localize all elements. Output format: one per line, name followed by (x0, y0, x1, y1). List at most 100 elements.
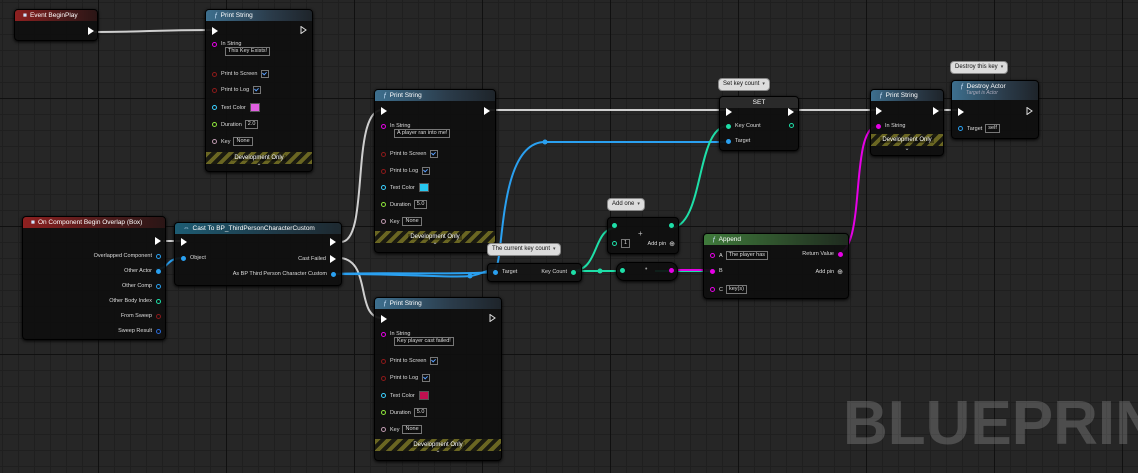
duration-field[interactable]: 2.0 (244, 120, 259, 129)
int-to-string-node[interactable]: • (616, 262, 678, 281)
destroy-key-comment[interactable]: Destroy this key▾ (950, 61, 1009, 74)
in-string-pin[interactable] (381, 123, 386, 129)
print-log-pin[interactable] (381, 168, 386, 174)
other-actor-pin[interactable] (156, 268, 161, 274)
exec-in-pin[interactable] (876, 107, 882, 115)
exec-out-pin[interactable] (788, 108, 794, 116)
sweep-result-pin[interactable] (156, 328, 161, 334)
key-count-in-pin[interactable] (726, 123, 731, 129)
key-field[interactable]: None (402, 217, 422, 226)
collapse-chevron-icon[interactable]: ⌄ (904, 146, 910, 152)
int-in-pin[interactable] (620, 268, 625, 273)
key-count-out-pin[interactable] (789, 123, 794, 128)
print-screen-pin[interactable] (381, 151, 386, 157)
target-pin[interactable] (726, 138, 731, 144)
in-string-pin[interactable] (212, 41, 217, 47)
add-pin-icon[interactable]: ⊕ (837, 269, 843, 276)
b-value-field[interactable]: 1 (621, 239, 631, 248)
set-key-count-node[interactable]: SET Key Count Target (719, 96, 799, 151)
overlapped-component-pin[interactable] (156, 253, 161, 259)
key-pin[interactable] (381, 219, 386, 224)
add-pin-icon[interactable]: ⊕ (669, 241, 675, 248)
cast-to-node[interactable]: ⇔Cast To BP_ThirdPersonCharacterCustom O… (174, 222, 342, 286)
duration-pin[interactable] (212, 122, 217, 127)
print-screen-checkbox[interactable] (430, 357, 439, 365)
exec-in-pin[interactable] (958, 108, 964, 116)
exec-out-pin[interactable] (155, 237, 161, 245)
c-pin[interactable] (710, 287, 715, 292)
exec-out-pin[interactable] (300, 26, 307, 34)
text-color-pin[interactable] (381, 393, 386, 398)
in-string-field[interactable]: This Key Exists! (225, 47, 271, 56)
text-color-pin[interactable] (381, 185, 386, 190)
set-key-count-comment[interactable]: Set key count▾ (718, 78, 770, 91)
text-color-swatch[interactable] (418, 391, 429, 400)
get-key-count-node[interactable]: Target Key Count (487, 263, 582, 282)
text-color-pin[interactable] (212, 105, 217, 110)
print-log-pin[interactable] (212, 87, 217, 93)
print-log-pin[interactable] (381, 375, 386, 381)
key-field[interactable]: None (402, 425, 422, 434)
c-field[interactable]: key(s) (725, 285, 747, 294)
duration-field[interactable]: 5.0 (413, 408, 428, 417)
target-pin[interactable] (493, 269, 498, 275)
exec-in-pin[interactable] (381, 107, 387, 115)
a-field[interactable]: The player has (725, 251, 769, 260)
duration-field[interactable]: 5.0 (413, 200, 428, 209)
in-string-field[interactable]: A player ran into me! (394, 129, 451, 138)
exec-out-pin[interactable] (484, 107, 490, 115)
other-body-index-pin[interactable] (156, 298, 161, 304)
exec-out-pin[interactable] (88, 27, 94, 35)
print-screen-checkbox[interactable] (430, 150, 439, 158)
in-string-pin[interactable] (876, 123, 881, 129)
print-log-checkbox[interactable] (253, 86, 262, 94)
target-field[interactable]: self (985, 124, 1000, 133)
text-color-swatch[interactable] (249, 103, 260, 112)
exec-out-pin[interactable] (1026, 107, 1033, 115)
from-sweep-pin[interactable] (156, 313, 161, 319)
exec-out-pin[interactable] (933, 107, 939, 115)
expand-chevron-icon[interactable]: ⌃ (435, 451, 441, 457)
print-log-checkbox[interactable] (422, 167, 431, 175)
b-pin[interactable] (612, 241, 617, 246)
print-screen-pin[interactable] (212, 71, 217, 77)
current-key-count-comment[interactable]: The current key count▾ (487, 243, 561, 256)
key-field[interactable]: None (233, 137, 253, 146)
print-screen-pin[interactable] (381, 358, 386, 364)
exec-in-pin[interactable] (726, 108, 732, 116)
expand-chevron-icon[interactable]: ⌃ (256, 164, 262, 170)
key-count-out-pin[interactable] (571, 269, 576, 275)
add-one-comment[interactable]: Add one▾ (607, 198, 645, 211)
exec-out-pin[interactable] (489, 314, 496, 322)
as-bp-pin[interactable] (331, 271, 336, 277)
target-pin[interactable] (958, 126, 963, 131)
begin-play-node[interactable]: ■Event BeginPlay (14, 9, 98, 41)
exec-out-pin[interactable] (330, 238, 336, 246)
key-pin[interactable] (381, 427, 386, 432)
exec-in-pin[interactable] (381, 315, 387, 323)
exec-in-pin[interactable] (212, 27, 218, 35)
key-pin[interactable] (212, 139, 217, 144)
duration-pin[interactable] (381, 202, 386, 207)
object-pin[interactable] (181, 255, 186, 261)
print-screen-checkbox[interactable] (261, 70, 270, 78)
string-out-pin[interactable] (669, 268, 674, 273)
cast-failed-pin[interactable] (330, 255, 336, 263)
duration-pin[interactable] (381, 410, 386, 415)
in-string-field[interactable]: Key player cast failed! (394, 337, 454, 346)
b-pin[interactable] (710, 268, 715, 274)
result-pin[interactable] (669, 223, 674, 228)
text-color-swatch[interactable] (418, 183, 429, 192)
a-pin[interactable] (710, 253, 715, 258)
other-comp-pin[interactable] (156, 283, 161, 289)
expand-chevron-icon[interactable]: ⌃ (432, 243, 438, 249)
a-pin[interactable] (612, 223, 617, 228)
exec-in-pin[interactable] (181, 238, 187, 246)
print-log-checkbox[interactable] (422, 374, 431, 382)
